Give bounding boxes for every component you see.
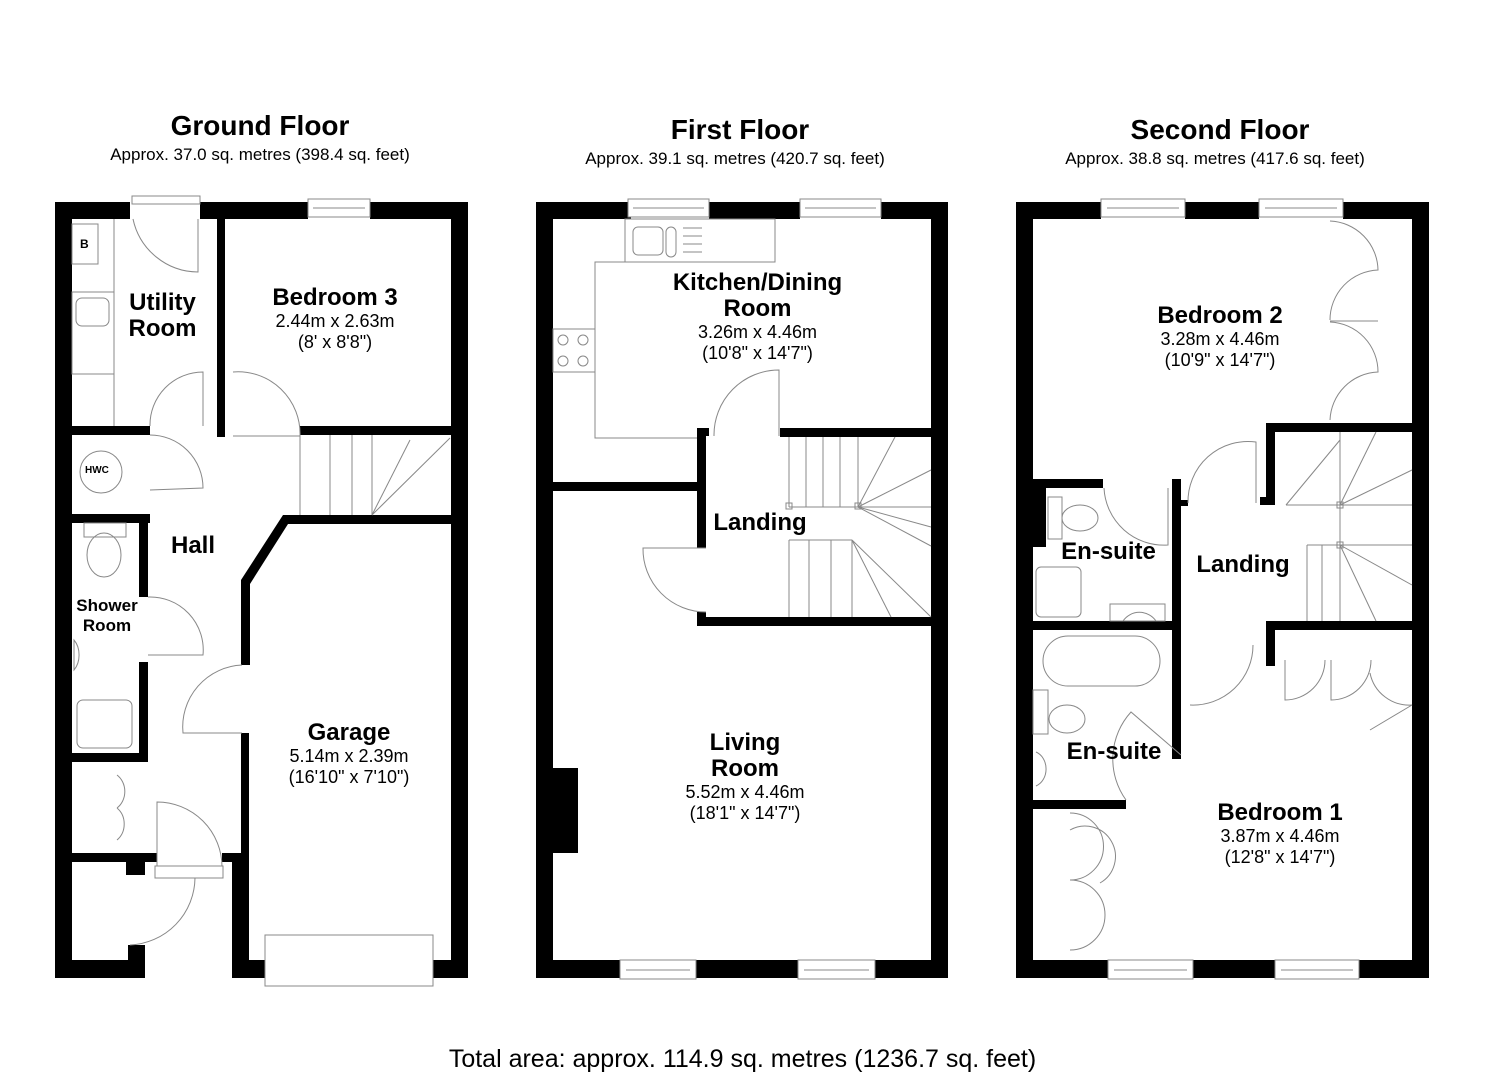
room-name: Kitchen/Dining <box>672 269 843 296</box>
room-dimensions-metric: 5.14m x 2.39m <box>289 746 409 766</box>
room-name: Room <box>82 616 132 635</box>
room-name: En-suite <box>1066 738 1162 765</box>
hot-water-cylinder-label: HWC <box>85 465 109 476</box>
first-floor-title: First Floor <box>670 114 810 145</box>
room-bedroom-2: Bedroom 2 3.28m x 4.46m (10'9" x 14'7") <box>1110 303 1330 371</box>
room-bedroom-1: Bedroom 1 3.87m x 4.46m (12'8" x 14'7") <box>1170 800 1390 868</box>
room-garage: Garage 5.14m x 2.39m (16'10" x 7'10") <box>249 720 449 788</box>
room-name: Room <box>711 755 779 782</box>
total-area: Total area: approx. 114.9 sq. metres (12… <box>448 1045 1037 1073</box>
first-floor-area: Approx. 39.1 sq. metres (420.7 sq. feet) <box>585 149 885 168</box>
room-name: Room <box>128 315 197 342</box>
room-dimensions-imperial: (16'10" x 7'10") <box>288 767 410 787</box>
room-dimensions-imperial: (10'9" x 14'7") <box>1164 350 1276 370</box>
room-en-suite-lower: En-suite <box>1050 739 1178 765</box>
room-name: Landing <box>713 509 807 536</box>
boiler-label: B <box>80 237 89 251</box>
room-living: Living Room 5.52m x 4.46m (18'1" x 14'7"… <box>640 730 850 824</box>
ground-floor-fixtures <box>71 195 451 987</box>
room-name: Living <box>709 729 781 756</box>
second-floor-fixtures <box>1032 198 1413 980</box>
room-name: Shower <box>76 596 138 615</box>
room-name: En-suite <box>1061 538 1156 565</box>
ground-floor-area: Approx. 37.0 sq. metres (398.4 sq. feet) <box>110 145 410 164</box>
room-bedroom-3: Bedroom 3 2.44m x 2.63m (8' x 8'8") <box>225 285 445 353</box>
room-landing-first: Landing <box>700 510 820 536</box>
room-name: Hall <box>170 532 215 559</box>
room-dimensions-metric: 3.26m x 4.46m <box>697 322 818 342</box>
second-floor-walls <box>1016 202 1429 978</box>
room-hall: Hall <box>153 533 233 559</box>
room-dimensions-imperial: (18'1" x 14'7") <box>689 803 801 823</box>
room-dimensions-metric: 3.28m x 4.46m <box>1160 329 1280 349</box>
room-kitchen-dining: Kitchen/Dining Room 3.26m x 4.46m (10'8"… <box>635 270 880 364</box>
room-name: Bedroom 1 <box>1217 799 1343 826</box>
room-dimensions-metric: 5.52m x 4.46m <box>685 782 805 802</box>
room-landing-second: Landing <box>1183 552 1303 578</box>
room-dimensions-imperial: (10'8" x 14'7") <box>702 343 813 363</box>
room-name: Landing <box>1196 551 1290 578</box>
room-name: Bedroom 3 <box>272 284 398 311</box>
second-floor-area: Approx. 38.8 sq. metres (417.6 sq. feet) <box>1065 149 1365 168</box>
room-name: Garage <box>307 719 391 746</box>
room-dimensions-imperial: (12'8" x 14'7") <box>1224 847 1336 867</box>
room-dimensions-metric: 3.87m x 4.46m <box>1220 826 1340 846</box>
first-floor-fixtures <box>552 198 932 980</box>
room-utility: Utility Room <box>115 290 210 342</box>
ground-floor-title: Ground Floor <box>170 110 350 141</box>
second-floor-title: Second Floor <box>1130 114 1310 145</box>
ground-floor-walls <box>55 202 468 978</box>
first-floor-walls <box>536 202 948 978</box>
room-name: Utility <box>129 289 196 316</box>
room-name: Bedroom 2 <box>1157 302 1283 329</box>
room-en-suite-upper: En-suite <box>1046 539 1171 565</box>
room-dimensions-metric: 2.44m x 2.63m <box>275 311 395 331</box>
room-shower: Shower Room <box>66 596 148 636</box>
room-name: Room <box>723 295 792 322</box>
room-dimensions-imperial: (8' x 8'8") <box>297 332 373 352</box>
